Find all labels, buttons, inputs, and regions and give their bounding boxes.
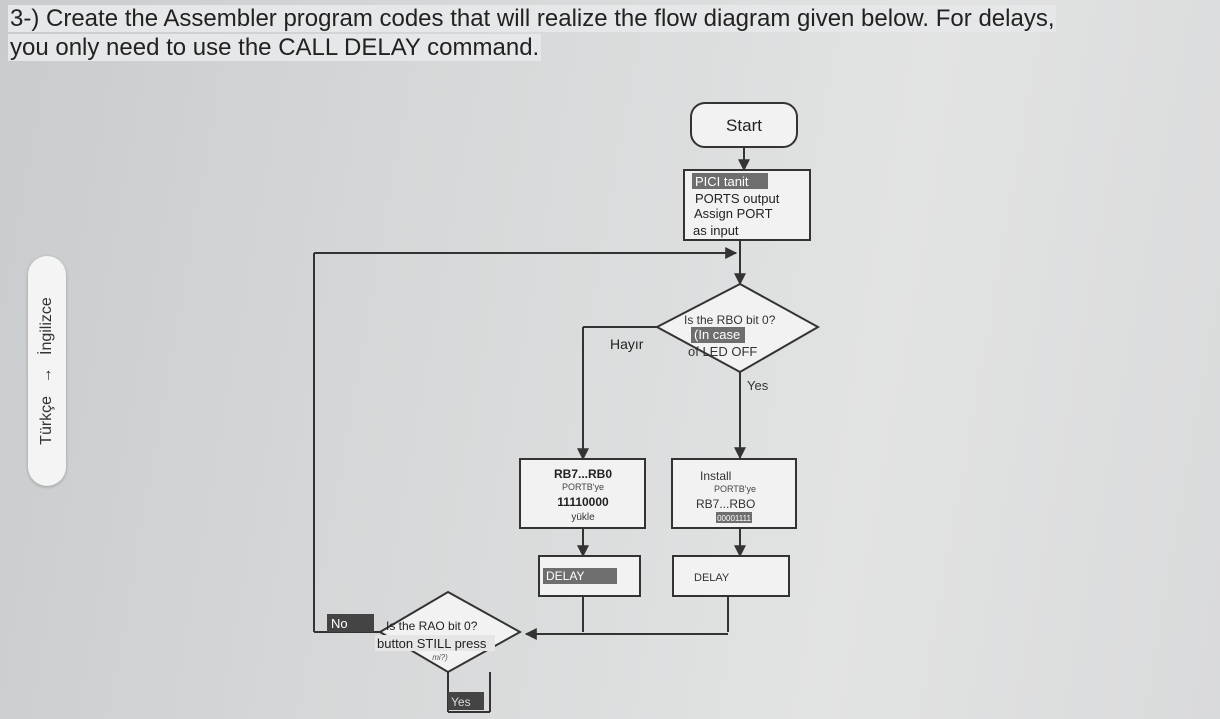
branch-label-yes-ra0: Yes (451, 695, 471, 709)
install-line-2: PORTB'ye (714, 484, 756, 494)
load-line-1: RB7...RB0 (554, 467, 612, 481)
init-line-2: PORTS output (695, 191, 780, 206)
init-process-box (683, 169, 811, 241)
decision-ra0-line-1: Is the RAO bit 0? (386, 619, 478, 633)
decision-ra0-line-3: mi?) (432, 653, 448, 662)
load-portb-box (519, 458, 646, 529)
decision-ra0-line-2: button STILL press (377, 636, 487, 651)
arrow-right-icon: → (38, 367, 55, 384)
init-line-4: as input (693, 223, 739, 238)
question-line-1: 3-) Create the Assembler program codes t… (8, 5, 1057, 32)
delay-right-label: DELAY (694, 572, 730, 584)
install-line-1: Install (700, 469, 731, 483)
load-line-2: PORTB'ye (562, 482, 604, 492)
decision-rb0-line-1: Is the RBO bit 0? (684, 313, 776, 327)
target-language-label: İngilizce (38, 297, 55, 355)
load-line-4: yükle (571, 512, 595, 523)
delay-left-label: DELAY (546, 569, 584, 583)
source-language-label: Türkçe (38, 395, 55, 445)
install-line-3: RB7...RBO (696, 497, 755, 511)
init-line-3: Assign PORT (694, 206, 773, 221)
init-line-1: PICI tanit (695, 174, 749, 189)
start-terminal (690, 102, 798, 148)
decision-rb0-line-2: (In case (694, 327, 740, 342)
start-label: Start (726, 116, 762, 135)
branch-label-yes-rb0: Yes (747, 378, 769, 393)
question-line-2: you only need to use the CALL DELAY comm… (8, 34, 542, 61)
translate-toggle-pill[interactable]: Türkçe → İngilizce (28, 256, 66, 486)
delay-left-box (538, 555, 641, 597)
decision-rb0-line-3: of LED OFF (688, 344, 757, 359)
question-text: 3-) Create the Assembler program codes t… (0, 0, 1216, 62)
delay-right-box (672, 555, 790, 597)
install-portb-box (671, 458, 797, 529)
decision-rb0-diamond (654, 282, 821, 374)
load-line-3: 11110000 (557, 495, 609, 509)
decision-ra0-diamond (378, 590, 523, 674)
branch-label-hayir: Hayır (610, 336, 644, 352)
branch-label-no-loop: No (331, 616, 348, 631)
install-line-4: 00001111 (717, 514, 751, 523)
